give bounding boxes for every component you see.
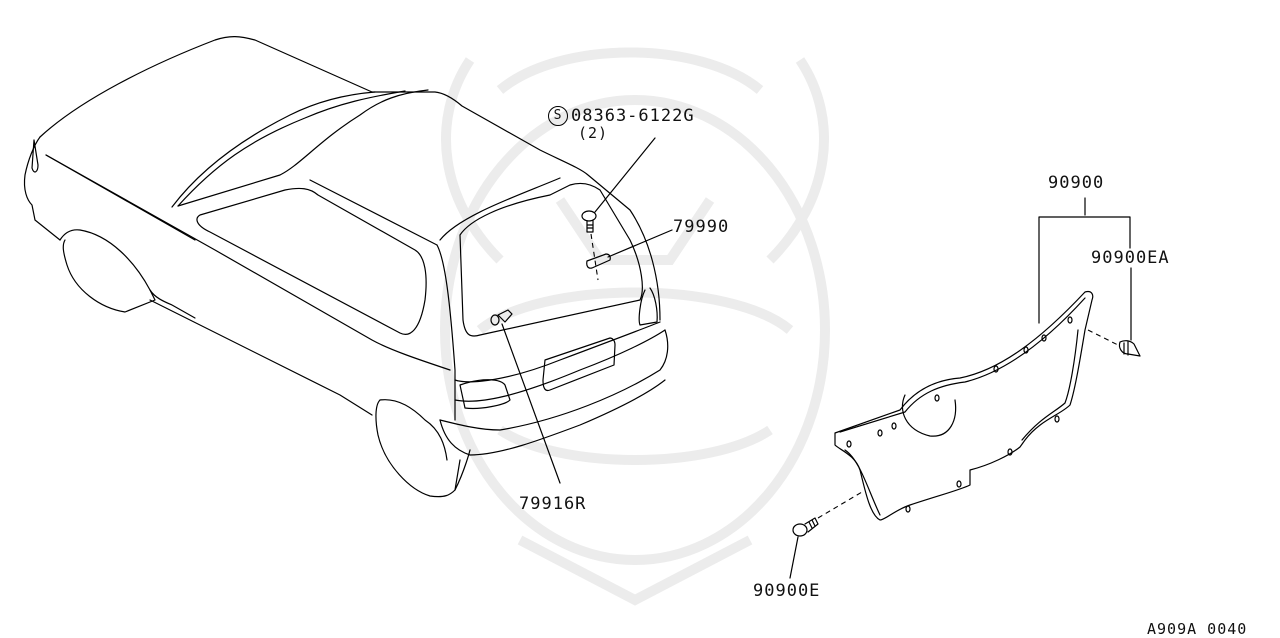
bracket-part: [586, 229, 673, 269]
part-label-trim-clip[interactable]: 90900E: [753, 581, 821, 601]
clip-part: [490, 309, 561, 484]
screw-part: [581, 137, 656, 281]
part-qty-screw: (2): [578, 124, 609, 142]
watermark-emblem: [440, 47, 830, 606]
car-illustration: [23, 36, 669, 498]
service-symbol-icon: S: [548, 106, 568, 126]
part-label-trim-clip-a[interactable]: 90900EA: [1091, 248, 1170, 268]
mounting-holes: [846, 316, 1073, 513]
trim-board-part: [834, 197, 1132, 521]
part-label-bracket[interactable]: 79990: [673, 217, 730, 237]
trim-clip-a-part: [1087, 329, 1141, 357]
part-label-trim-board[interactable]: 90900: [1048, 173, 1105, 193]
trim-clip-part: [789, 491, 863, 579]
diagram-code: A909A 0040: [1147, 620, 1248, 638]
part-label-clip[interactable]: 79916R: [519, 494, 587, 514]
part-number-screw: 08363-6122G: [571, 106, 695, 126]
